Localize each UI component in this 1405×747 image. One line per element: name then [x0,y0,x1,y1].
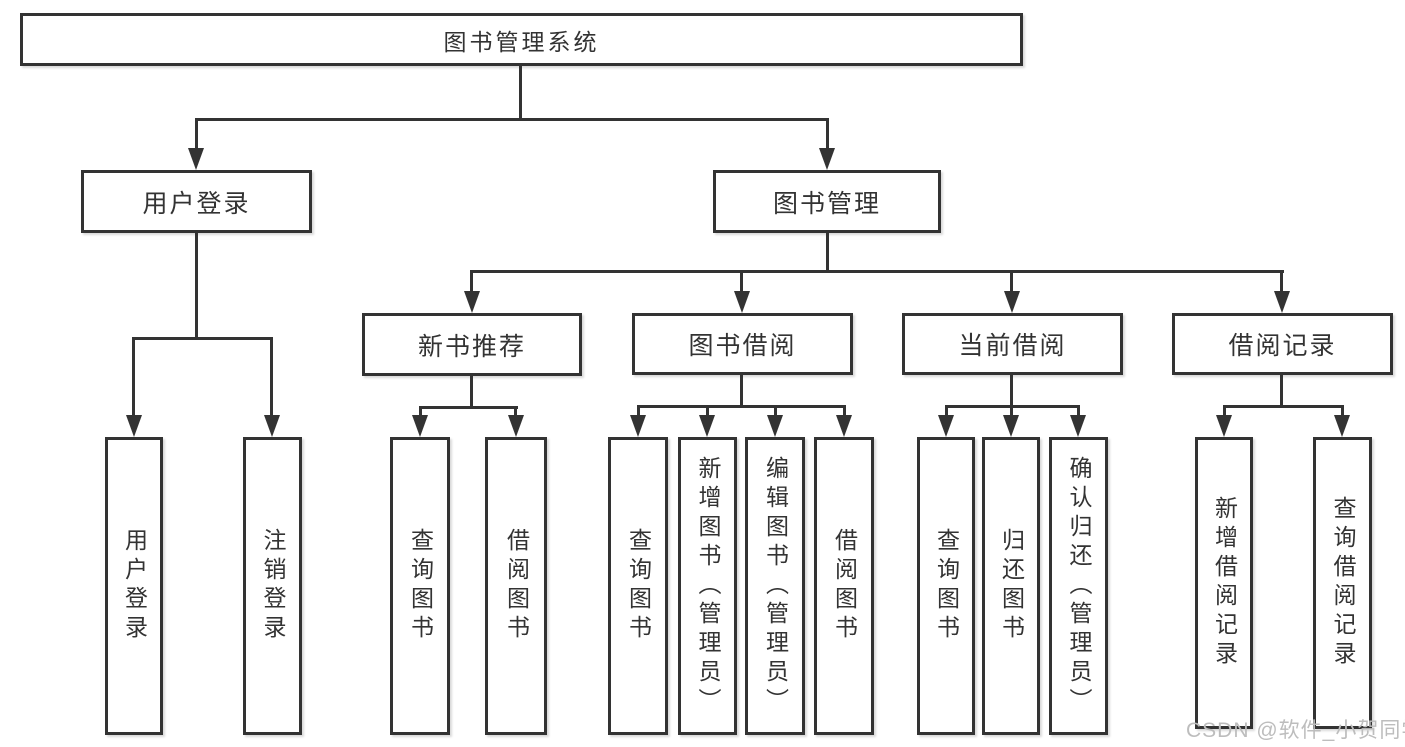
node-borrow-records: 借阅记录 [1172,313,1393,375]
node-book-borrow: 图书借阅 [632,313,853,375]
arrowhead-icon [508,415,524,437]
arrowhead-icon [836,415,852,437]
arrowhead-icon [1274,291,1290,313]
leaf-query-borrow-record-label: 查询借阅记录 [1330,496,1356,670]
connector-line [1010,375,1013,405]
arrowhead-icon [1003,415,1019,437]
node-current-borrow-label: 当前借阅 [958,332,1067,360]
leaf-edit-books-admin-label: 编辑图书（管理员） [762,455,789,717]
connector-line [132,337,135,415]
node-book-borrow-label: 图书借阅 [688,332,797,360]
connector-line [1223,405,1226,415]
leaf-query-books-borrow-label: 查询图书 [625,528,652,644]
connector-line [826,233,829,270]
leaf-confirm-return-admin-label: 确认归还（管理员） [1066,455,1092,717]
node-user-login-label: 用户登录 [142,189,251,218]
node-book-management: 图书管理 [713,170,941,233]
connector-line [195,118,829,121]
connector-line [1010,405,1013,415]
connector-line [1341,405,1344,415]
arrowhead-icon [734,291,750,313]
connector-line [470,270,1284,273]
arrowhead-icon [1004,291,1020,313]
node-root: 图书管理系统 [20,13,1023,66]
leaf-query-books-borrow: 查询图书 [608,437,668,735]
connector-line [419,406,422,415]
connector-line [740,270,743,291]
connector-line [1223,405,1344,408]
leaf-logout: 注销登录 [243,437,302,735]
leaf-borrow-books-label: 借阅图书 [831,528,858,644]
connector-line [519,66,522,118]
connector-line [470,376,473,406]
connector-line [1077,405,1080,415]
arrowhead-icon [1216,415,1232,437]
arrowhead-icon [126,415,142,437]
leaf-logout-label: 注销登录 [260,528,286,644]
node-new-book-recommend-label: 新书推荐 [417,332,526,361]
arrowhead-icon [938,415,954,437]
connector-line [843,405,846,415]
node-book-management-label: 图书管理 [772,189,881,218]
arrowhead-icon [819,148,835,170]
connector-line [195,233,198,337]
connector-line [637,405,640,415]
leaf-query-books-recommend-label: 查询图书 [407,528,434,644]
connector-line [270,337,273,415]
leaf-borrow-books-recommend: 借阅图书 [485,437,547,735]
arrowhead-icon [188,148,204,170]
node-borrow-records-label: 借阅记录 [1228,332,1337,360]
connector-line [1280,270,1283,291]
leaf-add-books-admin: 新增图书（管理员） [678,437,737,735]
node-new-book-recommend: 新书推荐 [362,313,582,376]
arrowhead-icon [1334,415,1350,437]
arrowhead-icon [412,415,428,437]
connector-line [1280,375,1283,405]
leaf-add-borrow-record-label: 新增借阅记录 [1211,496,1238,670]
leaf-borrow-books: 借阅图书 [814,437,874,735]
connector-line [945,405,948,415]
node-root-label: 图书管理系统 [443,28,600,55]
watermark: CSDN @软件_小贺同学 [1186,719,1405,742]
connector-line [774,405,777,415]
connector-line [740,375,743,405]
connector-line [470,270,473,291]
connector-line [132,337,273,340]
arrowhead-icon [464,291,480,313]
connector-line [637,405,845,408]
arrowhead-icon [1070,415,1086,437]
node-current-borrow: 当前借阅 [902,313,1123,375]
leaf-confirm-return-admin: 确认归还（管理员） [1049,437,1108,735]
arrowhead-icon [630,415,646,437]
leaf-query-borrow-record: 查询借阅记录 [1313,437,1372,729]
leaf-query-books-current-label: 查询图书 [933,528,960,644]
leaf-edit-books-admin: 编辑图书（管理员） [745,437,805,735]
leaf-user-login-label: 用户登录 [121,528,148,644]
connector-line [1010,270,1013,291]
arrowhead-icon [699,415,715,437]
arrowhead-icon [264,415,280,437]
connector-line [419,406,518,409]
leaf-add-books-admin-label: 新增图书（管理员） [695,455,721,717]
leaf-query-books-recommend: 查询图书 [390,437,450,735]
connector-line [826,118,829,150]
arrowhead-icon [767,415,783,437]
leaf-user-login: 用户登录 [105,437,163,735]
leaf-borrow-books-recommend-label: 借阅图书 [503,528,530,644]
connector-line [706,405,709,415]
connector-line [195,118,198,150]
leaf-return-books-label: 归还图书 [998,528,1025,644]
leaf-query-books-current: 查询图书 [917,437,975,735]
connector-line [514,406,517,415]
node-user-login: 用户登录 [81,170,312,233]
leaf-add-borrow-record: 新增借阅记录 [1195,437,1253,729]
leaf-return-books: 归还图书 [982,437,1040,735]
